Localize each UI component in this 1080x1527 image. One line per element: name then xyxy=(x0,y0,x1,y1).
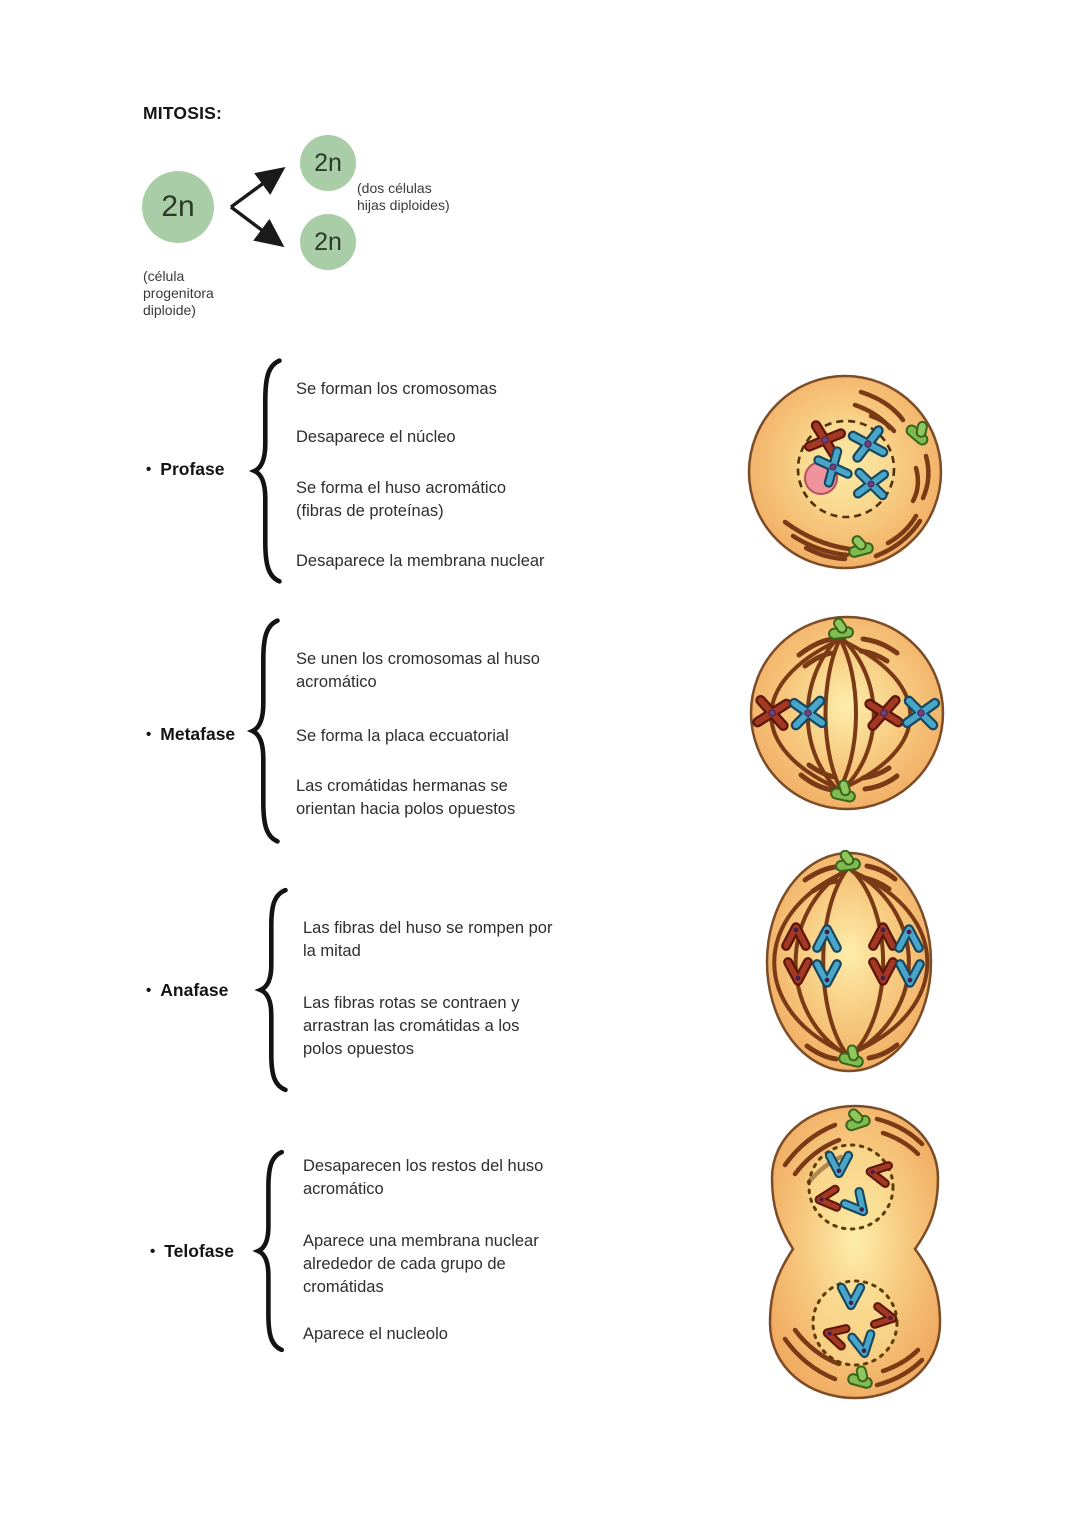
brace-icon-profase xyxy=(250,356,284,586)
phase-point: Las fibras del huso se rompen por la mit… xyxy=(303,919,553,960)
daughter-cells-caption: (dos células hijas diploides) xyxy=(357,180,450,213)
daughter-cell-2: 2n xyxy=(300,214,356,270)
bullet-icon: • xyxy=(146,726,152,743)
phase-point: Se forman los cromosomas xyxy=(296,380,497,398)
bullet-icon: • xyxy=(146,461,152,478)
phase-label-anafase: • Anafase xyxy=(146,980,228,1001)
spindle-fibers xyxy=(782,389,931,562)
phase-point: Desaparece el núcleo xyxy=(296,428,456,446)
phase-point: Las cromátidas hermanas se orientan haci… xyxy=(296,777,516,818)
spindle-fibers xyxy=(772,863,930,1062)
phase-name-profase: Profase xyxy=(160,459,225,479)
page-title: MITOSIS: xyxy=(143,103,223,123)
phase-point: Las fibras rotas se contraen y arrastran… xyxy=(303,994,520,1058)
phase-point: Desaparece la membrana nuclear xyxy=(296,552,545,570)
phase-name-anafase: Anafase xyxy=(160,980,229,1000)
phase-point: Se forma la placa eccuatorial xyxy=(296,727,509,745)
prophase-cell-illustration xyxy=(747,374,943,570)
daughter-cell-1: 2n xyxy=(300,135,356,191)
metaphase-cell-illustration xyxy=(749,614,945,811)
phase-point: Aparece el nucleolo xyxy=(303,1325,448,1343)
parent-cell-caption: (célula progenitora diploide) xyxy=(143,268,214,318)
parent-cell-label-text: 2n xyxy=(161,190,195,223)
brace-icon-telofase xyxy=(254,1148,286,1354)
bullet-icon: • xyxy=(150,1243,156,1260)
brace-icon-anafase xyxy=(256,886,290,1094)
phase-label-profase: • Profase xyxy=(146,459,224,480)
brace-icon-metafase xyxy=(248,616,282,846)
phase-label-telofase: • Telofase xyxy=(150,1241,234,1262)
anaphase-cell-illustration xyxy=(765,850,933,1073)
phase-name-metafase: Metafase xyxy=(160,724,236,744)
phase-point: Se forma el huso acromático (fibras de p… xyxy=(296,479,507,520)
phase-point: Se unen los cromosomas al huso acromátic… xyxy=(296,650,540,691)
telophase-cell-illustration xyxy=(768,1103,942,1400)
parent-cell: 2n xyxy=(142,171,214,243)
daughter-cell-1-label: 2n xyxy=(314,148,342,177)
phase-name-telofase: Telofase xyxy=(164,1241,234,1261)
phase-point: Aparece una membrana nuclear alrededor d… xyxy=(303,1232,539,1296)
bullet-icon: • xyxy=(146,982,152,999)
spindle-fibers xyxy=(782,1116,925,1388)
phase-label-metafase: • Metafase xyxy=(146,724,235,745)
daughter-cell-2-label: 2n xyxy=(314,227,342,256)
phase-point: Desaparecen los restos del huso acromáti… xyxy=(303,1157,544,1198)
split-arrows-icon xyxy=(229,166,286,248)
